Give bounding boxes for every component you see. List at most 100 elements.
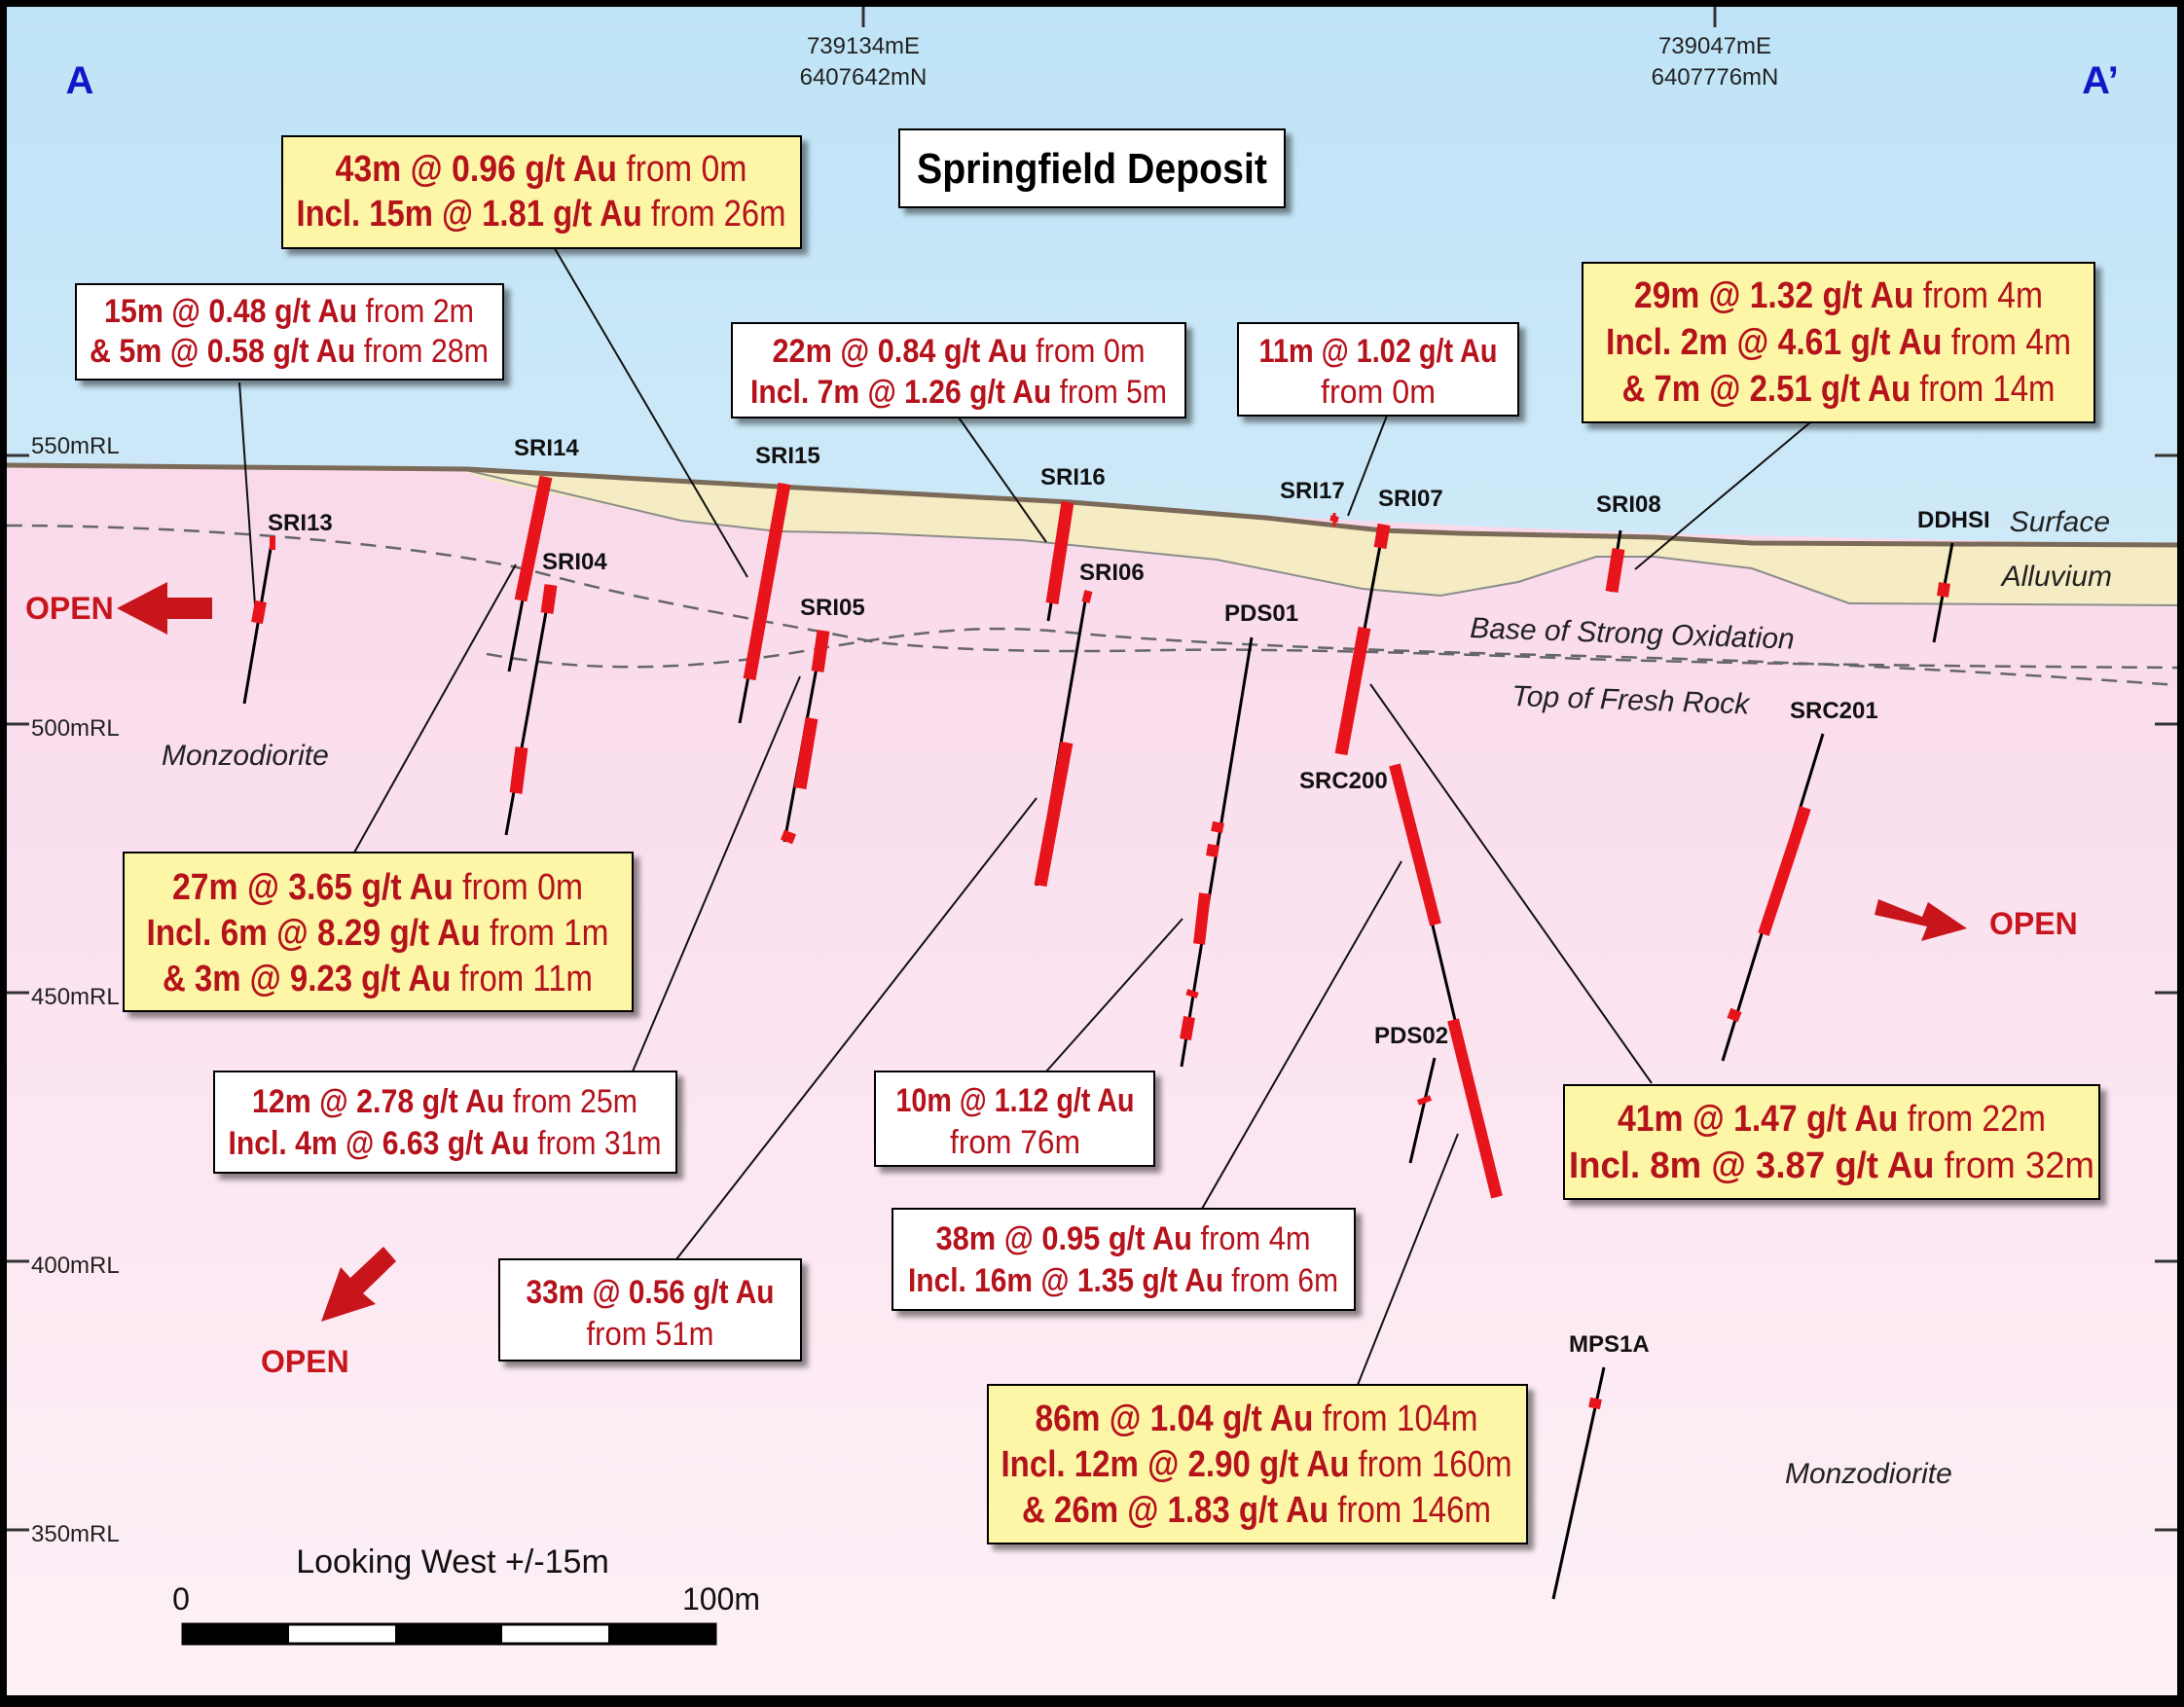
leader-src200 xyxy=(1201,860,1402,1210)
callout-i9-line-2-bold: Incl. 8m @ 3.87 g/t Au xyxy=(1569,1145,1934,1186)
callout-i9-line-1: 41m @ 1.47 g/t Au from 22m xyxy=(1618,1099,2046,1140)
callout-i5-line-3-bold: & 7m @ 2.51 g/t Au xyxy=(1622,369,1911,410)
callout-i4: 11m @ 1.02 g/t Au from 0m xyxy=(1237,322,1519,417)
diagram-title: Springfield Deposit xyxy=(917,145,1267,193)
leader-pds01 xyxy=(1045,918,1183,1072)
callout-i12-line-3-rest: from 146m xyxy=(1329,1490,1491,1531)
callout-i6-line-1-rest: from 0m xyxy=(454,867,583,908)
coord-east-2: 739047mE xyxy=(1658,33,1771,59)
int-ddhsi-a xyxy=(1937,582,1950,598)
callout-i6-line-2: Incl. 6m @ 8.29 g/t Au from 1m xyxy=(147,913,609,954)
callout-i7-line-1-bold: 12m @ 2.78 g/t Au xyxy=(252,1083,504,1120)
callout-i5-line-1-rest: from 4m xyxy=(1913,275,2043,316)
int-sri07-a xyxy=(1373,523,1391,550)
rl-label-450: 450mRL xyxy=(31,984,120,1010)
leader-sri17 xyxy=(1347,415,1388,517)
hole-sri05: SRI05 xyxy=(780,595,865,845)
callout-i5-line-2-bold: Incl. 2m @ 4.61 g/t Au xyxy=(1606,322,1942,363)
callout-i12-line-2-bold: Incl. 12m @ 2.90 g/t Au xyxy=(1001,1444,1350,1485)
int-sri16-a xyxy=(1045,501,1074,604)
callout-i3-line-1: 22m @ 0.84 g/t Au from 0m xyxy=(773,333,1146,370)
callout-i8-line-1: 10m @ 1.12 g/t Au xyxy=(896,1082,1135,1119)
section-end-a: A xyxy=(66,59,94,102)
callout-box-i3 xyxy=(731,322,1186,418)
callout-i10-line-1-rest: from 4m xyxy=(1192,1220,1311,1257)
callout-i5-line-2-rest: from 4m xyxy=(1942,322,2071,363)
callout-box-i5 xyxy=(1582,262,2095,423)
int-sri06-b xyxy=(1034,741,1074,888)
callout-i3-line-2: Incl. 7m @ 1.26 g/t Au from 5m xyxy=(750,374,1167,411)
callout-i7-line-1-rest: from 25m xyxy=(504,1083,637,1120)
callout-i1-line-1-bold: 43m @ 0.96 g/t Au xyxy=(336,149,617,190)
hole-pds02: PDS02 xyxy=(1374,1023,1448,1164)
callout-i9-line-1-bold: 41m @ 1.47 g/t Au xyxy=(1618,1099,1898,1140)
monzodiorite-label-left: Monzodiorite xyxy=(162,740,329,772)
callout-box-i1 xyxy=(281,135,802,249)
scale-seg-3 xyxy=(395,1624,502,1644)
scale-start-label: 0 xyxy=(172,1581,190,1616)
trace-sri13 xyxy=(242,542,273,705)
callout-i8-line-2: from 76m xyxy=(950,1124,1080,1161)
callout-i5: 29m @ 1.32 g/t Au from 4m Incl. 2m @ 4.6… xyxy=(1582,262,2095,423)
int-sri05-b xyxy=(793,716,819,790)
hole-sri14: SRI14 xyxy=(507,435,579,672)
hole-src201: SRC201 xyxy=(1721,698,1878,1062)
drillholes: SRI13 SRI14 SRI04 SRI15 SRI05 xyxy=(242,435,1990,1600)
callout-i12-line-1-bold: 86m @ 1.04 g/t Au xyxy=(1036,1398,1314,1439)
rl-label-550: 550mRL xyxy=(31,433,120,459)
hole-sri07: SRI07 xyxy=(1334,486,1443,756)
callout-i7-line-2-rest: from 31m xyxy=(529,1125,662,1162)
callout-i1-line-1: 43m @ 0.96 g/t Au from 0m xyxy=(336,149,747,190)
callout-i10-line-2: Incl. 16m @ 1.35 g/t Au from 6m xyxy=(908,1262,1338,1299)
leader-lines xyxy=(238,244,1811,1386)
hole-src200: SRC200 xyxy=(1299,763,1503,1199)
callout-i6-line-3-bold: & 3m @ 9.23 g/t Au xyxy=(163,959,451,999)
callout-i4-line-1: 11m @ 1.02 g/t Au xyxy=(1259,333,1498,370)
hole-label-mps1a: MPS1A xyxy=(1569,1331,1650,1358)
alluvium-label: Alluvium xyxy=(2000,561,2112,593)
int-sri04-b xyxy=(509,746,528,794)
int-sri07-b xyxy=(1334,626,1371,756)
hole-pds01: PDS01 xyxy=(1180,600,1298,1068)
open-arrow-west-icon xyxy=(117,582,212,635)
callout-box-i10 xyxy=(892,1208,1356,1311)
callout-i12: 86m @ 1.04 g/t Au from 104m Incl. 12m @ … xyxy=(987,1384,1528,1544)
rl-axis: 550mRL 500mRL 450mRL 400mRL 350mRL xyxy=(7,7,2177,1547)
callout-i6-line-3-rest: from 11m xyxy=(451,959,593,999)
callout-i2-line-1: 15m @ 0.48 g/t Au from 2m xyxy=(104,293,474,330)
coord-east-1: 739134mE xyxy=(807,33,920,59)
callout-i10: 38m @ 0.95 g/t Au from 4m Incl. 16m @ 1.… xyxy=(892,1208,1356,1311)
callout-i2-line-2-rest: from 28m xyxy=(355,333,489,370)
hole-sri17: SRI17 xyxy=(1280,478,1345,527)
hole-label-sri13: SRI13 xyxy=(268,510,333,536)
callout-i5-line-3-rest: from 14m xyxy=(1911,369,2055,410)
callout-i9-line-1-rest: from 22m xyxy=(1898,1099,2046,1140)
hole-sri08: SRI08 xyxy=(1596,491,1661,594)
int-src200-a xyxy=(1389,763,1441,926)
scale-seg-5 xyxy=(608,1624,715,1644)
int-mps1a-a xyxy=(1588,1397,1602,1410)
callout-i10-line-1: 38m @ 0.95 g/t Au from 4m xyxy=(936,1220,1311,1257)
open-arrow-east-icon xyxy=(1875,899,1967,941)
callout-i6: 27m @ 3.65 g/t Au from 0m Incl. 6m @ 8.2… xyxy=(123,852,634,1012)
int-sri13-b xyxy=(251,599,267,625)
int-pds02-a xyxy=(1416,1095,1433,1106)
leader-sri13 xyxy=(238,381,256,606)
open-label-southwest: OPEN xyxy=(261,1344,349,1379)
int-sri05-a xyxy=(811,630,830,672)
callout-box-i4 xyxy=(1237,322,1519,417)
int-pds01-a xyxy=(1211,820,1224,834)
rl-label-350: 350mRL xyxy=(31,1521,120,1547)
top-of-fresh-rock-line xyxy=(486,627,2178,687)
int-sri04-a xyxy=(540,584,558,614)
leader-sri07 xyxy=(1369,683,1653,1084)
hole-label-pds02: PDS02 xyxy=(1374,1023,1448,1049)
leader-sri08 xyxy=(1634,421,1811,570)
leader-sri15 xyxy=(552,244,748,578)
callout-i4-line-2: from 0m xyxy=(1321,374,1436,411)
scale-bar: Looking West +/-15m 0 100m xyxy=(172,1544,760,1646)
int-pds01-e xyxy=(1180,1015,1195,1041)
hole-label-sri14: SRI14 xyxy=(514,435,579,461)
int-sri06-a xyxy=(1081,590,1093,603)
callout-i12-line-1: 86m @ 1.04 g/t Au from 104m xyxy=(1036,1398,1478,1439)
